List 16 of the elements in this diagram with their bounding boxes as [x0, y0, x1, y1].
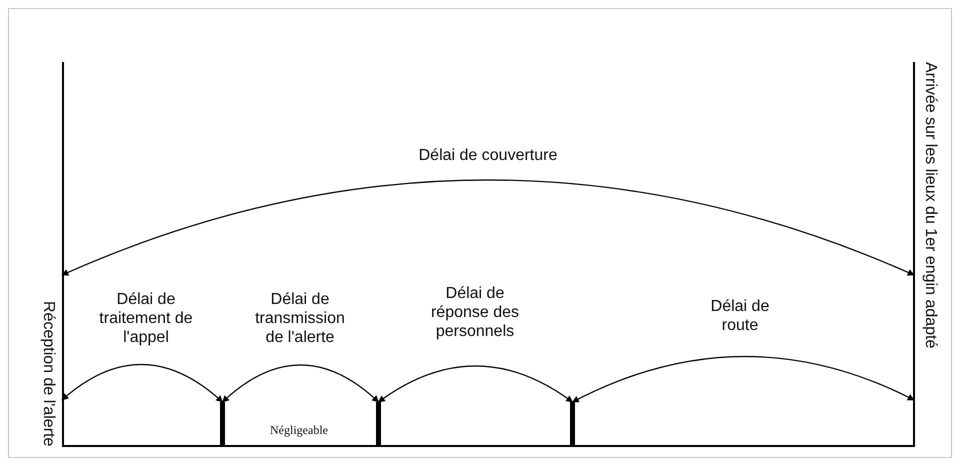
- double-headed-arrow: [61, 180, 915, 276]
- edge-label: Délai de couverture: [418, 146, 558, 165]
- note-text: Négligeable: [270, 423, 328, 438]
- double-headed-arrow: [378, 365, 574, 402]
- milestone-label: Réception de l'alerte: [39, 300, 57, 446]
- edge-label: Délai de traitement de l'appel: [98, 290, 194, 347]
- milestone-label: Arrivée sur les lieux du 1er engin adapté: [921, 62, 939, 348]
- double-headed-arrow: [572, 356, 915, 403]
- edge-label: Délai de transmission de l'alerte: [254, 290, 346, 347]
- edge-label: Délai de route: [710, 297, 770, 335]
- double-headed-arrow: [61, 364, 224, 402]
- milestone-bar: [220, 402, 225, 446]
- milestone-bar: [376, 402, 381, 446]
- double-headed-arrow: [222, 364, 380, 402]
- edge-label: Délai de réponse des personnels: [430, 284, 520, 341]
- milestone-bar: [570, 402, 575, 446]
